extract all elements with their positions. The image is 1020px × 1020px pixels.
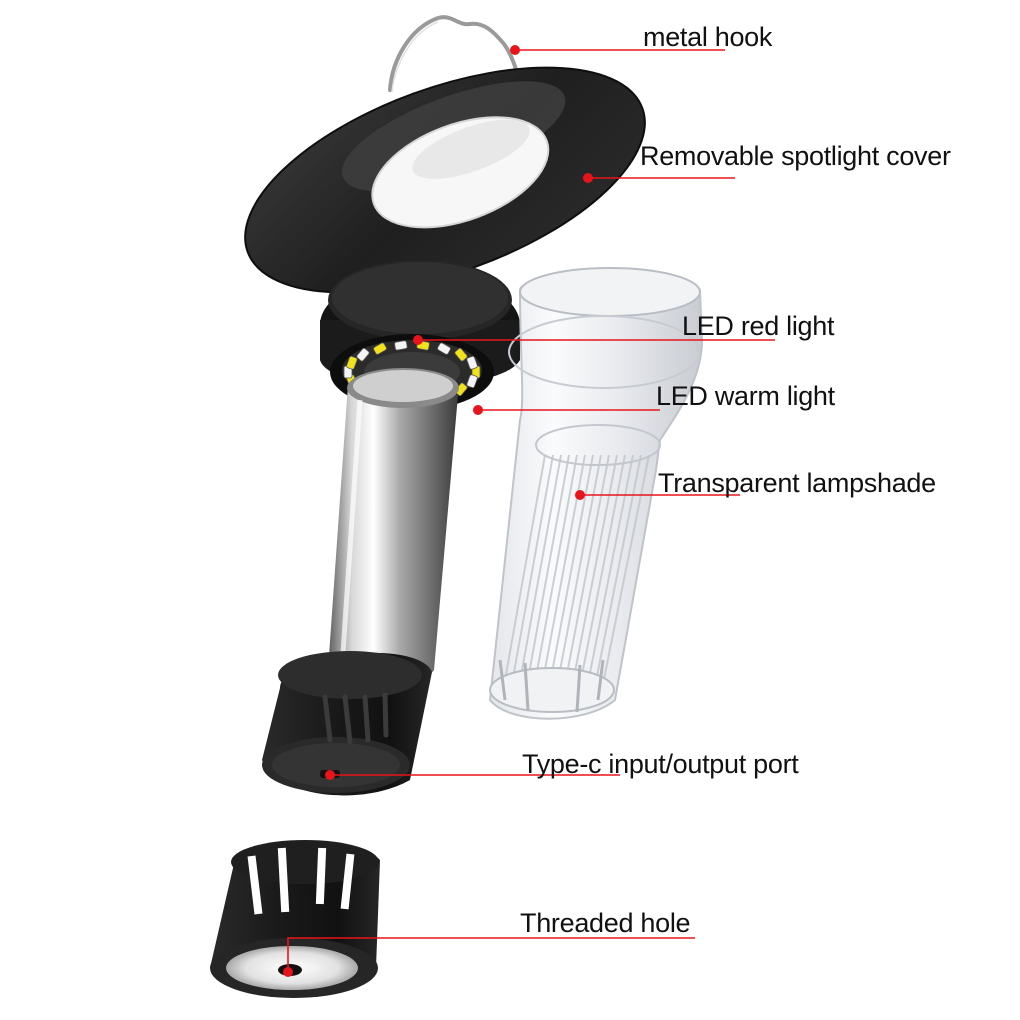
spotlight-cover [244,66,646,294]
led-chip [394,340,408,351]
end-cap [262,651,432,796]
lampshade-rib [511,454,554,681]
lampshade-rib [564,454,610,681]
lampshade-rib [519,454,562,681]
transparent-lampshade [488,267,704,720]
callout-dot-hook [510,45,520,55]
callout-lines [283,45,775,977]
callout-dot-shade [575,490,585,500]
lampshade-rib [557,454,602,681]
metal-hook [388,15,524,100]
callout-label-hook: metal hook [643,22,773,52]
callout-label-cover: Removable spotlight cover [640,141,951,171]
lampshade-rib [602,454,650,681]
callout-dot-cover [583,173,593,183]
led-chip [356,347,370,362]
lampshade-rib [549,454,594,681]
led-chip [437,342,451,355]
lampshade-rib [572,454,618,681]
led-chip [346,355,358,370]
lampshade-ribs [504,454,650,681]
lampshade-rib [504,454,546,681]
callout-label-red-led: LED red light [682,311,835,341]
led-chip [454,347,468,362]
callout-label-warm-led: LED warm light [656,381,835,411]
callout-dot-thread [283,967,293,977]
lampshade-rib [587,454,634,681]
callout-dot-warm-led [473,405,483,415]
lampshade-rib [580,454,626,681]
lampshade-rib [595,454,642,681]
callout-label-shade: Transparent lampshade [658,468,936,498]
callout-line-thread [287,937,695,972]
callout-dot-port [325,770,335,780]
callout-dot-red-led [413,335,423,345]
led-chip [466,374,478,389]
callout-label-thread: Threaded hole [520,908,691,938]
led-chip [373,342,387,355]
metal-tube [328,368,459,685]
threaded-cap [210,840,380,998]
callout-label-port: Type-c input/output port [522,749,799,779]
lampshade-rib [526,454,570,681]
lampshade-rib [534,454,578,681]
led-chip [466,355,478,370]
